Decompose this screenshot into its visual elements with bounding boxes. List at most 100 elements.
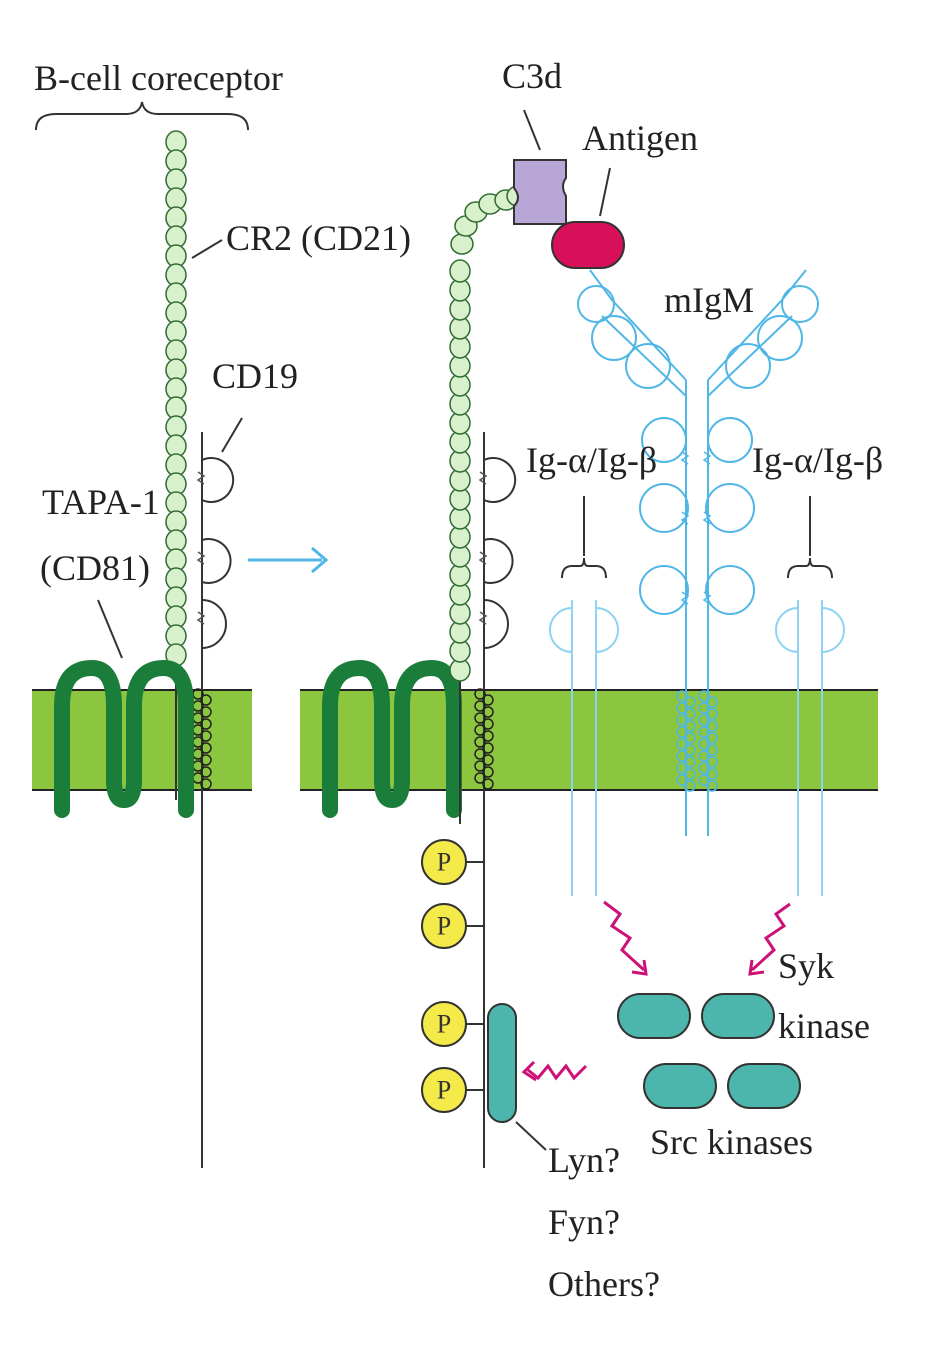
cr2-chain-right [449,185,530,682]
bead [684,732,696,744]
bead [482,766,494,778]
tapa1-protein-left [54,659,194,818]
bead [474,772,486,784]
bead [676,774,688,786]
bead [684,720,696,732]
tapa1-pointer [97,599,123,659]
phospho-label: P [437,848,451,877]
tapa1-label: TAPA-1 [42,482,160,522]
bead [200,742,212,754]
bead [450,233,474,255]
src-kinase [643,1063,717,1109]
disulfide-mark [680,591,690,605]
phospho-site [421,1001,467,1047]
cr2-chain-left [165,130,187,667]
phospho-site [421,839,467,885]
src-label: Src kinases [650,1122,813,1162]
signal-arrow-head [521,1060,537,1082]
bead [706,720,718,732]
tapa1-label-sub: (CD81) [40,548,150,588]
transition-arrow-head [311,546,329,574]
bead [684,708,696,720]
bead [482,778,494,790]
bead [698,690,710,702]
cr2-pointer [191,239,223,259]
disulfide-mark [478,471,488,485]
ig-label-left: Ig-α/Ig-β [526,440,657,480]
bead [706,744,718,756]
bead [698,750,710,762]
bead [200,730,212,742]
ig-brace-right [787,557,833,579]
cd19-label: CD19 [212,356,298,396]
bead [698,774,710,786]
cr2-label: CR2 (CD21) [226,218,411,258]
ig-alpha-beta-right [775,600,845,896]
bead [200,718,212,730]
cd19-transmembrane-right [474,688,494,790]
bead [474,712,486,724]
antigen-molecule [551,221,625,269]
disulfide-mark [478,611,488,625]
disulfide-mark [478,551,488,565]
antigen-label: Antigen [582,118,698,158]
disulfide-mark [702,591,712,605]
fyn-label: Fyn? [548,1202,620,1242]
bead [684,756,696,768]
phospho-group: P P P P [421,839,484,1113]
bead [698,702,710,714]
disulfide-mark [196,471,206,485]
cd19-domains-right [483,457,517,649]
bead [676,702,688,714]
phospho-label: P [437,1076,451,1105]
lyn-pointer [515,1121,547,1151]
bead [474,736,486,748]
bead [676,714,688,726]
src-kinase [727,1063,801,1109]
signal-arrow-lyn [527,1063,588,1081]
signal-arrow-head [631,959,648,976]
c3d-pointer [523,109,541,151]
bead [676,762,688,774]
signal-arrow-right [750,902,791,972]
bead [449,259,471,283]
phospho-site [421,1067,467,1113]
c3d-label: C3d [502,56,562,96]
phospho-label: P [437,912,451,941]
disulfide-mark [196,551,206,565]
bead [684,768,696,780]
bead [474,760,486,772]
coreceptor-label: B-cell coreceptor [34,58,283,98]
bead [676,750,688,762]
signal-arrow-head [748,959,765,976]
migm-transmembrane [676,690,718,792]
disulfide-mark [702,451,712,465]
bead [698,738,710,750]
bead [706,780,718,792]
bead [474,688,486,700]
disulfide-mark [196,611,206,625]
disulfide-mark [702,511,712,525]
bead [698,726,710,738]
bead [474,700,486,712]
bead [706,708,718,720]
c3d-molecule [513,159,567,225]
cd19-domains-left [201,457,235,649]
bead [684,744,696,756]
bead [482,694,494,706]
bead [706,768,718,780]
bead [474,748,486,760]
bead [676,738,688,750]
signal-arrow-left [603,900,646,972]
bead [200,706,212,718]
syk-kinase [701,993,775,1039]
bead [482,742,494,754]
bead [482,718,494,730]
bead [200,766,212,778]
bead [482,706,494,718]
coreceptor-brace [35,101,249,131]
bead [482,754,494,766]
antigen-pointer [599,167,611,217]
ig-label-right: Ig-α/Ig-β [752,440,883,480]
